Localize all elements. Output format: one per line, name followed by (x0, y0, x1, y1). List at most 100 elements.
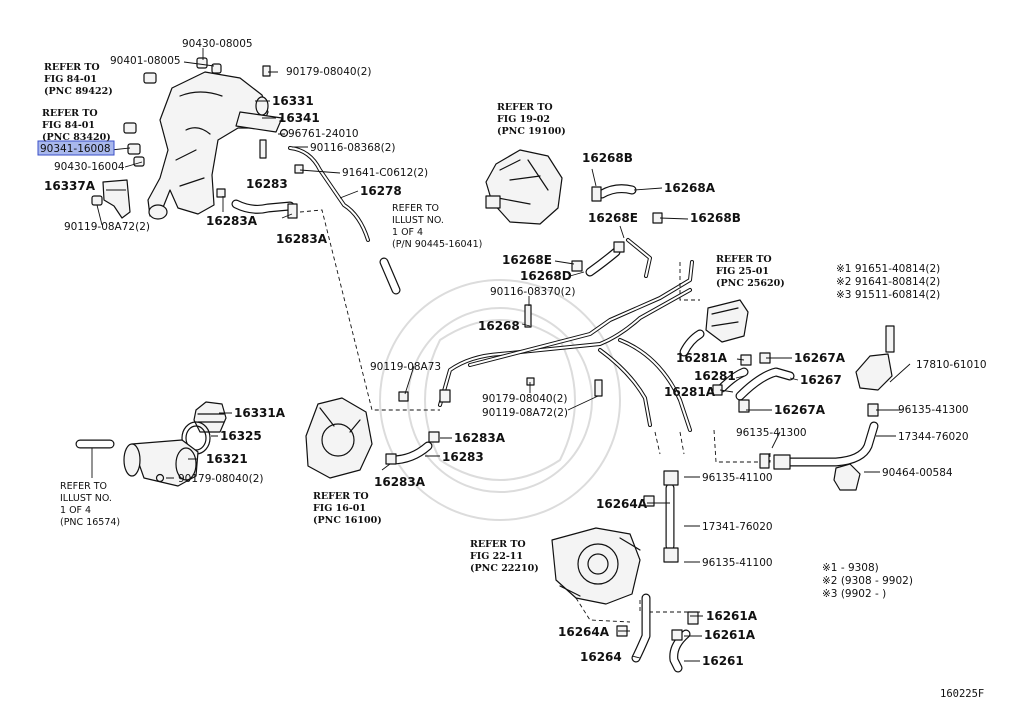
pipe-16278[interactable] (288, 146, 370, 242)
reference-note-line: 1 OF 4 (60, 505, 91, 516)
part-label-16283[interactable]: 16283 (442, 450, 484, 464)
water-bypass-housing[interactable] (147, 71, 269, 220)
part-label-16281[interactable]: 16281 (694, 369, 736, 383)
part-label-96135-41300[interactable]: 96135-41300 (736, 427, 807, 439)
part-label-16331a[interactable]: 16331A (234, 406, 286, 420)
reference-note-line: (PNC 16100) (313, 515, 382, 526)
part-label-90116-08370-2[interactable]: 90116-08370(2) (490, 286, 575, 298)
part-label-16337a[interactable]: 16337A (44, 179, 96, 193)
part-label-16281a[interactable]: 16281A (664, 385, 716, 399)
bolt-90116-08370[interactable] (524, 304, 532, 328)
part-label-90119-08a72-2[interactable]: 90119-08A72(2) (64, 221, 150, 233)
part-label-90179-08040-2[interactable]: 90179-08040(2) (482, 393, 567, 405)
part-label-90179-08040-2[interactable]: 90179-08040(2) (178, 473, 263, 485)
part-label-17810-61010[interactable]: 17810-61010 (916, 359, 987, 371)
part-label-96761-24010[interactable]: 96761-24010 (288, 128, 359, 140)
part-label-16268e[interactable]: 16268E (502, 253, 552, 267)
valve-90464[interactable] (833, 463, 861, 491)
part-label-16268e[interactable]: 16268E (588, 211, 638, 225)
part-label-16283[interactable]: 16283 (246, 177, 288, 191)
part-label-17341-76020[interactable]: 17341-76020 (702, 521, 773, 533)
reference-note-line: REFER TO (470, 539, 526, 550)
part-label-16261a[interactable]: 16261A (706, 609, 758, 623)
bracket-16341[interactable] (235, 111, 283, 133)
pipe-16268-bundle[interactable] (438, 238, 694, 432)
reference-note-line: FIG 16-01 (313, 503, 366, 514)
part-label-16268[interactable]: 16268 (478, 319, 520, 333)
part-label-2-91641-80814-2[interactable]: ※2 91641-80814(2) (836, 276, 940, 288)
part-label-96135-41100[interactable]: 96135-41100 (702, 472, 773, 484)
reference-note-line: REFER TO (497, 102, 553, 113)
year-note: ※1 - 9308) (822, 562, 879, 574)
part-label-1-91651-40814-2[interactable]: ※1 91651-40814(2) (836, 263, 940, 275)
part-label-16267a[interactable]: 16267A (774, 403, 826, 417)
water-inlet-16321[interactable] (123, 439, 199, 487)
part-label-91641-c0612-2[interactable]: 91641-C0612(2) (342, 167, 428, 179)
bolt-90119-08a73[interactable] (398, 391, 409, 402)
part-label-16267[interactable]: 16267 (800, 373, 842, 387)
part-label-16331[interactable]: 16331 (272, 94, 314, 108)
part-label-90401-08005[interactable]: 90401-08005 (110, 55, 181, 67)
part-label-90464-00584[interactable]: 90464-00584 (882, 467, 953, 479)
part-label-90341-16008[interactable]: 90341-16008 (40, 143, 111, 155)
watermark-emblem (379, 279, 621, 521)
reference-note-line: ILLUST NO. (60, 493, 112, 504)
part-label-90119-08a72-2[interactable]: 90119-08A72(2) (482, 407, 568, 419)
reference-note-line: (PNC 16574) (60, 517, 120, 528)
part-label-90430-08005[interactable]: 90430-08005 (182, 38, 253, 50)
part-label-90116-08368-2[interactable]: 90116-08368(2) (310, 142, 395, 154)
part-label-16278[interactable]: 16278 (360, 184, 402, 198)
reference-note-line: REFER TO (60, 481, 107, 492)
year-notes: ※1 - 9308)※2 (9308 - 9902)※3 (9902 - ) (822, 562, 913, 600)
part-label-16283a[interactable]: 16283A (276, 232, 328, 246)
part-label-16283a[interactable]: 16283A (374, 475, 426, 489)
reference-note-line: REFER TO (716, 254, 772, 265)
reference-note-line: (PNC 89422) (44, 86, 113, 97)
reference-note-line: (P/N 90445-16041) (392, 239, 482, 250)
part-label-3-91511-60814-2[interactable]: ※3 91511-60814(2) (836, 289, 940, 301)
reference-note-line: FIG 84-01 (42, 120, 95, 131)
reference-note-line: REFER TO (313, 491, 369, 502)
part-label-16325[interactable]: 16325 (220, 429, 262, 443)
component-fig19[interactable] (485, 149, 563, 225)
part-label-16283a[interactable]: 16283A (454, 431, 506, 445)
bracket-16337a[interactable] (102, 179, 131, 219)
part-label-16281a[interactable]: 16281A (676, 351, 728, 365)
reference-note-line: (PNC 25620) (716, 278, 785, 289)
reference-note-line: (PNC 22210) (470, 563, 539, 574)
water-pump-fig16[interactable] (305, 397, 373, 479)
thermostat-16331a[interactable] (193, 401, 227, 433)
figure-code: 160225F (940, 688, 984, 700)
part-label-16267a[interactable]: 16267A (794, 351, 846, 365)
part-label-16341[interactable]: 16341 (278, 111, 320, 125)
part-label-16321[interactable]: 16321 (206, 452, 248, 466)
part-label-16283a[interactable]: 16283A (206, 214, 258, 228)
reference-note-line: REFER TO (44, 62, 100, 73)
part-label-16264[interactable]: 16264 (580, 650, 622, 664)
part-label-16261a[interactable]: 16261A (704, 628, 756, 642)
reference-note-line: REFER TO (42, 108, 98, 119)
reference-note-line: FIG 22-11 (470, 551, 523, 562)
part-label-16264a[interactable]: 16264A (558, 625, 610, 639)
part-label-16268b[interactable]: 16268B (690, 211, 741, 225)
reference-note-line: ILLUST NO. (392, 215, 444, 226)
reference-note-line: FIG 25-01 (716, 266, 769, 277)
part-label-17344-76020[interactable]: 17344-76020 (898, 431, 969, 443)
part-label-16268a[interactable]: 16268A (664, 181, 716, 195)
part-label-16268b[interactable]: 16268B (582, 151, 633, 165)
sensor-17810[interactable] (855, 325, 895, 391)
part-label-16261[interactable]: 16261 (702, 654, 744, 668)
vsv-fig25[interactable] (679, 299, 749, 357)
part-label-96135-41100[interactable]: 96135-41100 (702, 557, 773, 569)
part-label-90119-08a73[interactable]: 90119-08A73 (370, 361, 441, 373)
reference-note-line: 1 OF 4 (392, 227, 423, 238)
part-label-16264a[interactable]: 16264A (596, 497, 648, 511)
reference-note-line: (PNC 19100) (497, 126, 566, 137)
part-label-90179-08040-2[interactable]: 90179-08040(2) (286, 66, 371, 78)
throttle-body-fig22[interactable] (551, 527, 641, 605)
part-label-96135-41300[interactable]: 96135-41300 (898, 404, 969, 416)
year-note: ※3 (9902 - ) (822, 588, 886, 600)
part-label-90430-16004[interactable]: 90430-16004 (54, 161, 125, 173)
part-label-16268d[interactable]: 16268D (520, 269, 572, 283)
